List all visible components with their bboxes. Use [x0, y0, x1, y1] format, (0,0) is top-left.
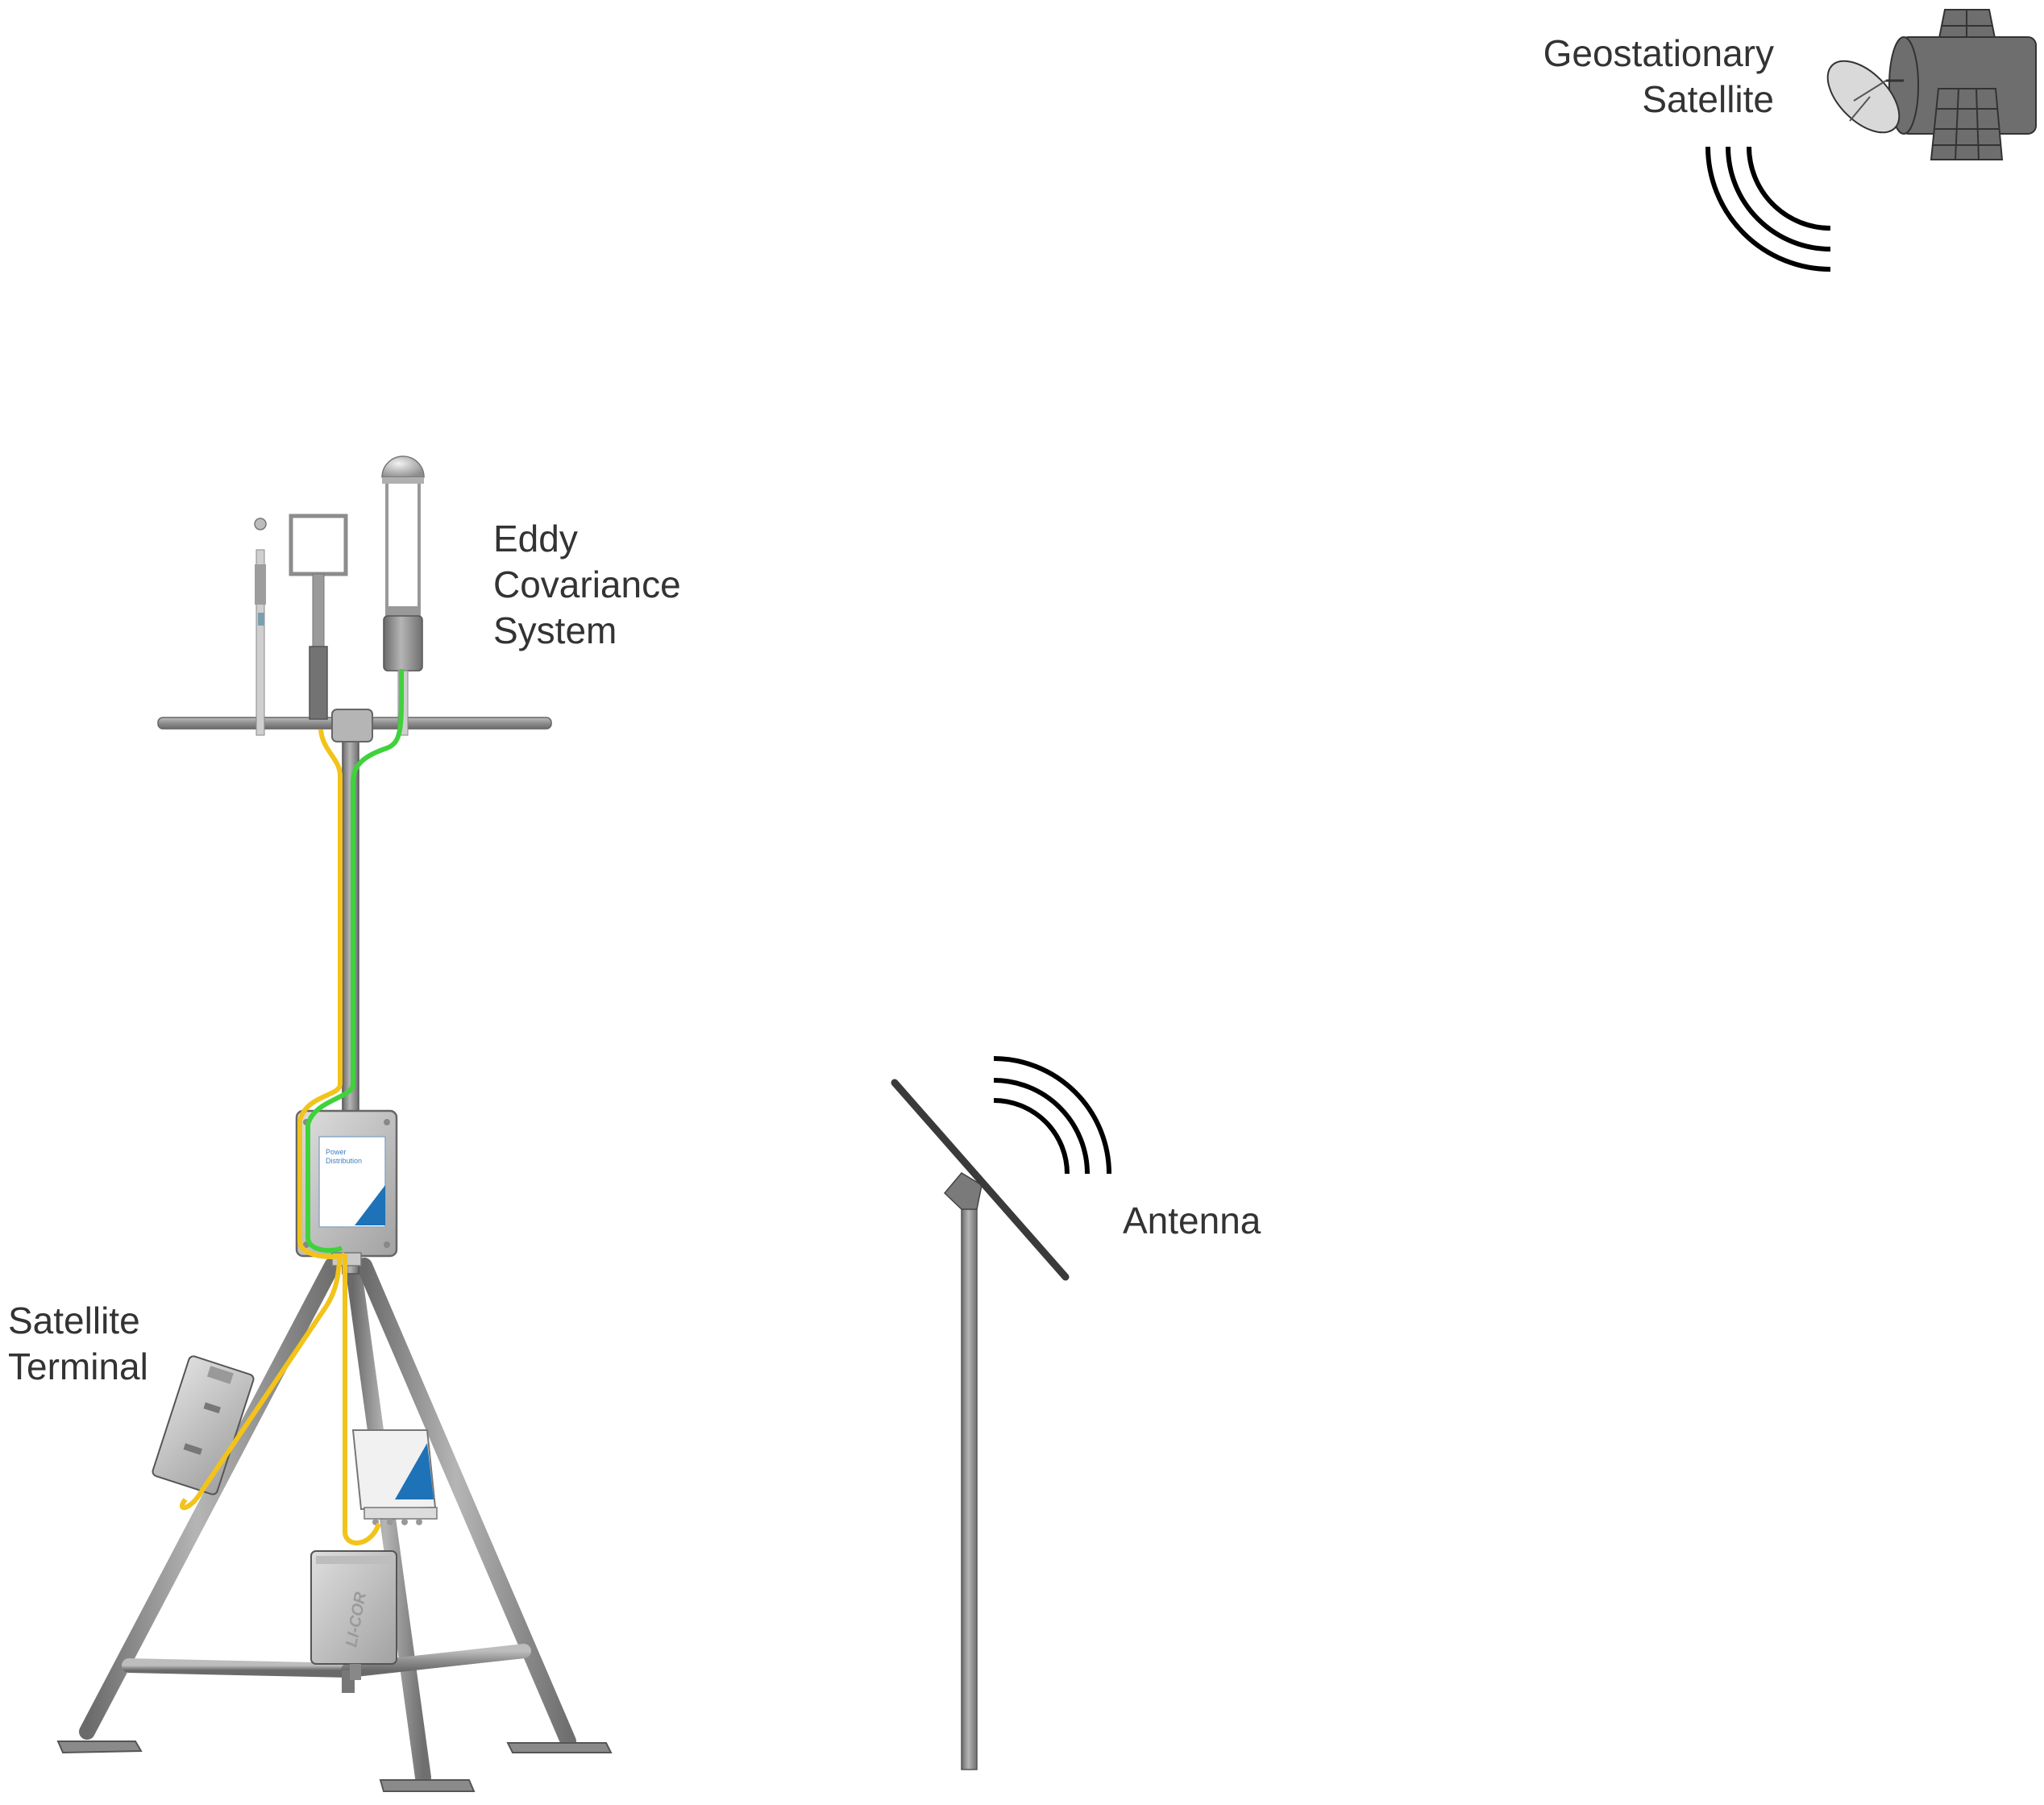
satellite-label: Geostationary Satellite — [1495, 31, 1774, 123]
satellite-label-line1: Geostationary — [1543, 32, 1774, 74]
signal-waves-icon — [1705, 146, 1831, 272]
panel-text-line1: Power — [326, 1148, 347, 1156]
data-logger-box: LI-COR — [310, 1550, 397, 1680]
tripod-tower-icon: Power Distribution — [56, 455, 613, 1792]
antenna-label-text: Antenna — [1123, 1200, 1261, 1241]
interface-box — [351, 1429, 438, 1525]
eddy-label-line3: System — [493, 609, 617, 651]
antenna-label: Antenna — [1123, 1198, 1261, 1244]
eddy-covariance-label: Eddy Covariance System — [493, 516, 681, 654]
eddy-label-line1: Eddy — [493, 518, 578, 559]
terminal-label-line2: Terminal — [8, 1345, 148, 1387]
antenna-icon — [891, 1079, 1070, 1770]
terminal-label-line1: Satellite — [8, 1300, 140, 1341]
satellite-icon — [1826, 9, 2037, 160]
eddy-label-line2: Covariance — [493, 564, 681, 605]
satellite-terminal-box — [152, 1355, 255, 1495]
satellite-terminal-label: Satellite Terminal — [8, 1298, 148, 1390]
panel-text-line2: Distribution — [326, 1157, 362, 1165]
satellite-label-line2: Satellite — [1642, 78, 1774, 120]
signal-waves-icon — [993, 1056, 1111, 1175]
